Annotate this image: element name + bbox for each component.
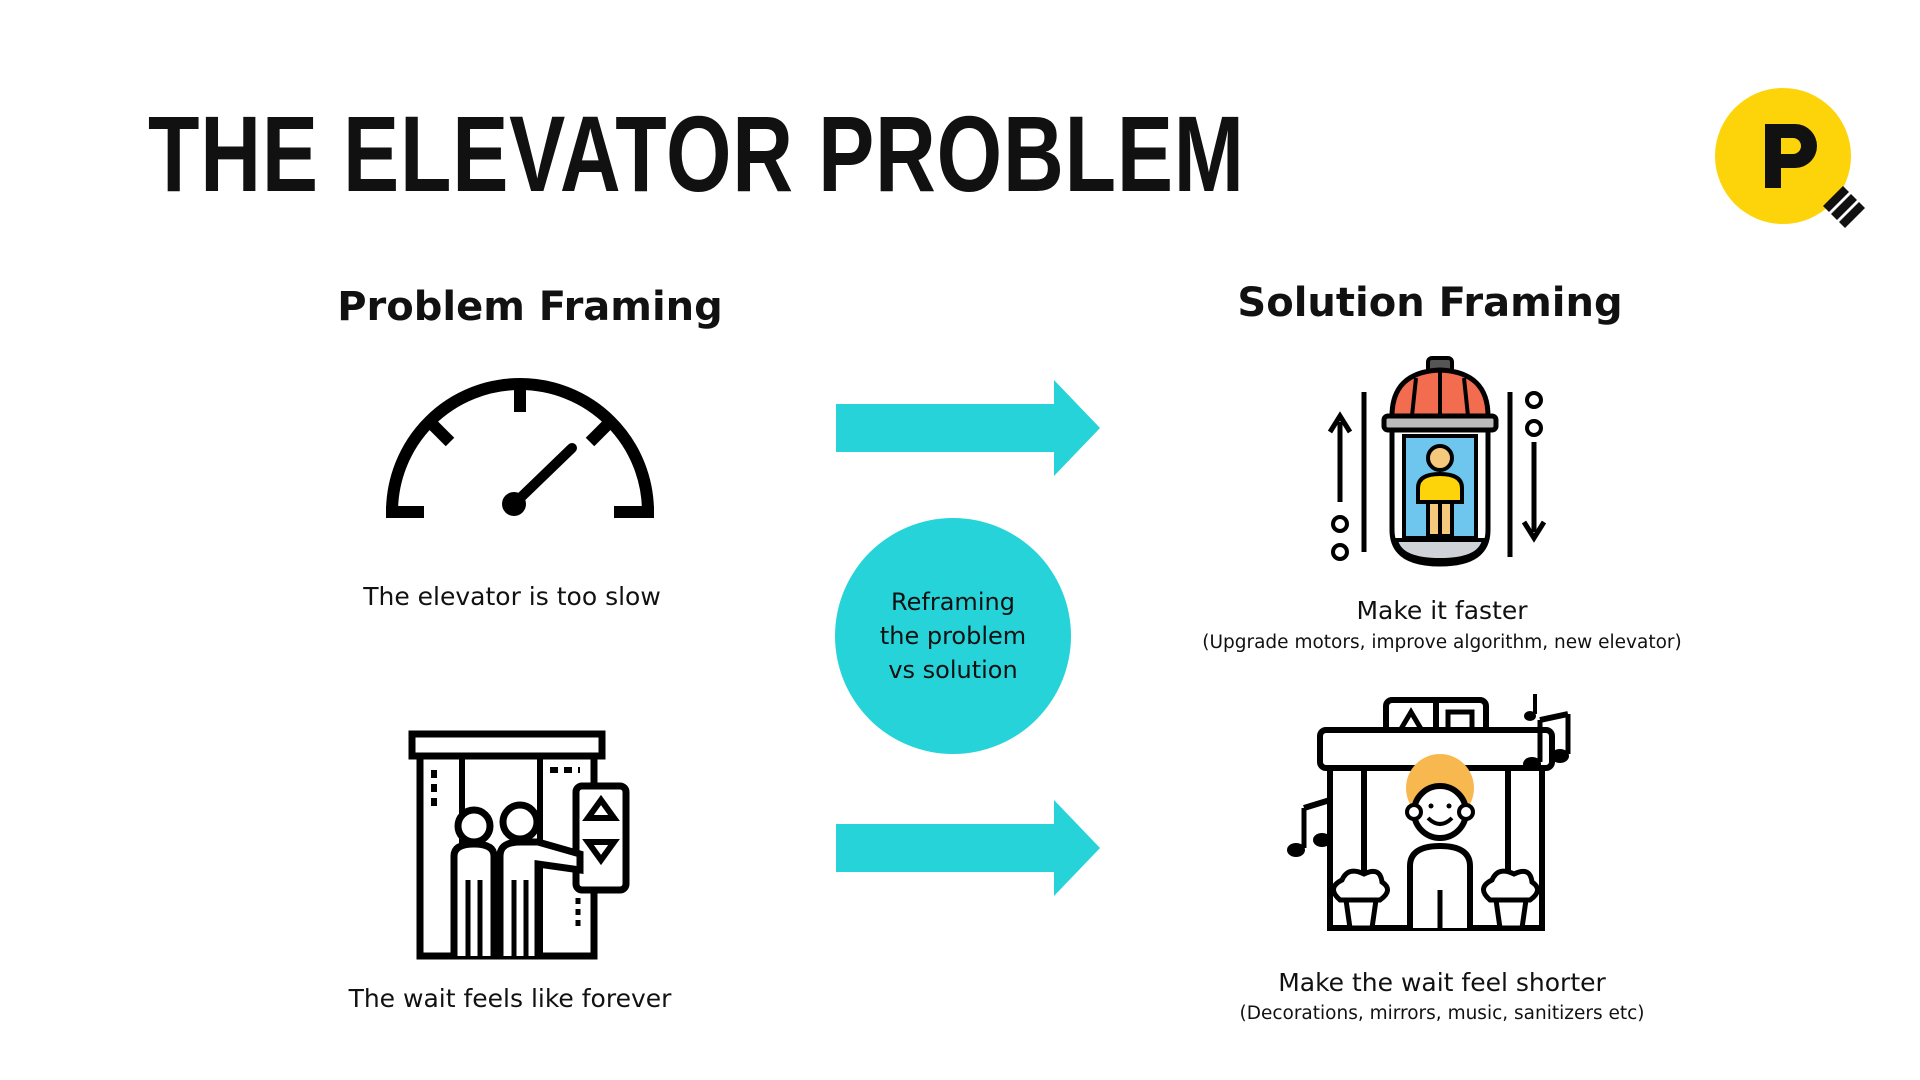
solution-2-title: Make the wait feel shorter: [1278, 968, 1606, 997]
problem-1-caption: The elevator is too slow: [363, 582, 661, 611]
people-waiting-elevator-icon: [408, 730, 630, 960]
solution-framing-heading: Solution Framing: [1237, 280, 1623, 326]
arrow-right-bottom: [836, 800, 1100, 896]
arrow-right-top: [836, 380, 1100, 476]
problem-framing-heading: Problem Framing: [337, 284, 723, 330]
solution-1-detail: (Upgrade motors, improve algorithm, new …: [1202, 632, 1682, 653]
logo-icon: [1715, 88, 1865, 228]
slide-title: THE ELEVATOR PROBLEM: [148, 93, 1245, 214]
solution-1-title: Make it faster: [1356, 596, 1528, 625]
reframing-circle: Reframing the problem vs solution: [835, 518, 1071, 754]
elevator-capsule-icon: [1327, 356, 1547, 567]
solution-2-detail: (Decorations, mirrors, music, sanitizers…: [1239, 1003, 1645, 1024]
reframing-label: Reframing the problem vs solution: [879, 588, 1027, 684]
speedometer-icon: [386, 378, 654, 518]
elevator-music-icon: [1287, 694, 1571, 931]
problem-2-caption: The wait feels like forever: [348, 984, 672, 1013]
